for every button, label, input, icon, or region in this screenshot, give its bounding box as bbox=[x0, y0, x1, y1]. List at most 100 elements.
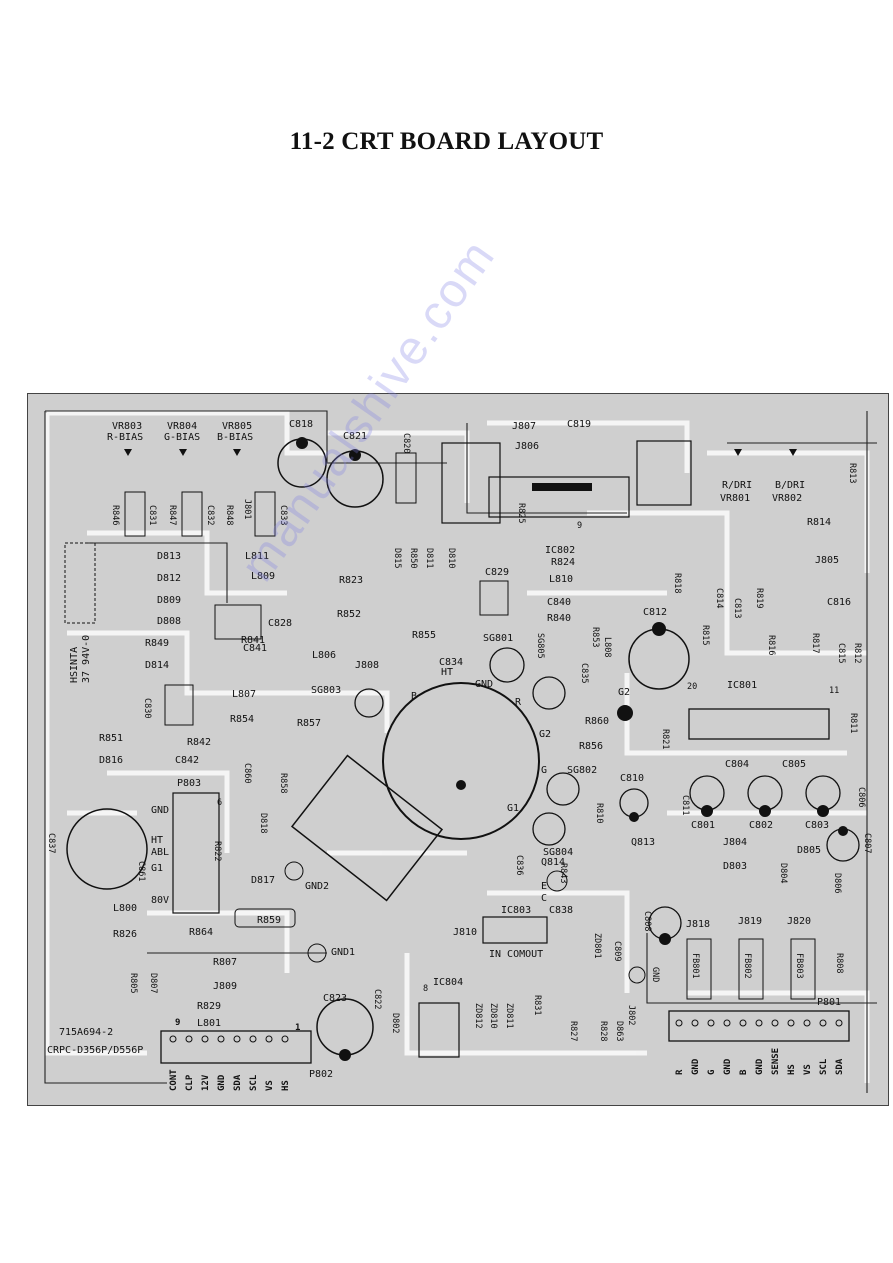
r855-label: R855 bbox=[412, 630, 436, 641]
p803-pin-label: G1 bbox=[151, 863, 163, 874]
gnd2-pad bbox=[284, 861, 304, 881]
d805-label: D805 bbox=[797, 845, 821, 856]
ic801-pin20: 20 bbox=[687, 682, 697, 692]
d806-label: D806 bbox=[832, 873, 842, 893]
p801-pins-pad bbox=[675, 1019, 683, 1027]
c833-label: C833 bbox=[278, 505, 288, 525]
p801-pins-label: SENSE bbox=[771, 1048, 781, 1075]
page-title: 11-2 CRT BOARD LAYOUT bbox=[289, 128, 604, 155]
r-dri-label: R/DRI bbox=[722, 480, 752, 491]
c829-label: C829 bbox=[485, 567, 509, 578]
q814-outline bbox=[546, 870, 568, 892]
j810-label: J810 bbox=[453, 927, 477, 938]
r851-label: R851 bbox=[99, 733, 123, 744]
crt-socket-center bbox=[456, 780, 466, 790]
c809-label: C809 bbox=[612, 941, 622, 961]
sg804-outline bbox=[532, 812, 566, 846]
c832-outline bbox=[181, 491, 203, 537]
j801-label: J801 bbox=[242, 499, 252, 519]
r860-label: R860 bbox=[585, 716, 609, 727]
pin9-label: 9 bbox=[577, 521, 582, 531]
c801-pad bbox=[701, 805, 713, 817]
r857-label: R857 bbox=[297, 718, 321, 729]
c803-pad bbox=[817, 805, 829, 817]
p801-pins-pad bbox=[787, 1019, 795, 1027]
p801-pins-label: GND bbox=[755, 1058, 765, 1075]
c805-label: C805 bbox=[782, 759, 806, 770]
g2-label: G2 bbox=[618, 687, 630, 698]
fb801-label: FB801 bbox=[690, 953, 700, 979]
d817-label: D817 bbox=[251, 875, 275, 886]
fb801-outline bbox=[686, 938, 712, 1000]
r813-label: R813 bbox=[847, 463, 857, 483]
ic802-label: IC802 bbox=[545, 545, 575, 556]
r822-label: R822 bbox=[212, 841, 222, 861]
bias-section: VR803 R-BIAS VR804 G-BIAS VR805 B-BIAS R… bbox=[107, 421, 288, 537]
sg801-label: SG801 bbox=[483, 633, 513, 644]
q814-e: E bbox=[541, 881, 547, 892]
c808-label: C808 bbox=[642, 911, 652, 931]
l807-label: L807 bbox=[232, 689, 256, 700]
p802-pin1: 1 bbox=[295, 1023, 300, 1033]
p801-pins-label: VS bbox=[803, 1064, 813, 1075]
c823-pad bbox=[339, 1049, 351, 1061]
r842-label: R842 bbox=[187, 737, 211, 748]
r840-label: R840 bbox=[547, 613, 571, 624]
fb802-outline bbox=[738, 938, 764, 1000]
fb803-outline bbox=[790, 938, 816, 1000]
p801-pins-label: SDA bbox=[835, 1058, 845, 1075]
p801-pins-label: G bbox=[707, 1070, 717, 1075]
c821-label: C821 bbox=[343, 431, 367, 442]
p801-pins-pad bbox=[707, 1019, 715, 1027]
sg803-outline bbox=[354, 688, 384, 718]
crt-board-diagram: VR803 R-BIAS VR804 G-BIAS VR805 B-BIAS R… bbox=[26, 392, 890, 1107]
sg802-label: SG802 bbox=[567, 765, 597, 776]
r831-label: R831 bbox=[532, 995, 542, 1015]
g1-label: G1 bbox=[507, 803, 519, 814]
d816-label: D816 bbox=[99, 755, 123, 766]
g2-pin-label: G2 bbox=[539, 729, 551, 740]
zd812-label: ZD812 bbox=[473, 1003, 483, 1029]
d807-label: D807 bbox=[148, 973, 158, 993]
j820-label: J820 bbox=[787, 916, 811, 927]
r852-label: R852 bbox=[337, 609, 361, 620]
r850-label: R850 bbox=[408, 548, 418, 568]
board-outline bbox=[26, 392, 890, 1107]
c810-label: C810 bbox=[620, 773, 644, 784]
c815-label: C815 bbox=[836, 643, 846, 663]
crt-socket-right bbox=[636, 440, 692, 506]
r807-label: R807 bbox=[213, 957, 237, 968]
p802-pins-label: GND bbox=[217, 1074, 227, 1091]
q814-label: Q814 bbox=[541, 857, 565, 868]
p802-pins-pad bbox=[201, 1035, 209, 1043]
vr801-marker bbox=[734, 449, 742, 456]
r815-label: R815 bbox=[700, 625, 710, 645]
p802-pins-pad bbox=[233, 1035, 241, 1043]
p802-pins-pad bbox=[217, 1035, 225, 1043]
crt-neck-socket bbox=[382, 682, 540, 840]
r810-label: R810 bbox=[594, 803, 604, 823]
ic802-frame bbox=[488, 476, 630, 518]
r-pin-label: R bbox=[515, 697, 522, 708]
d813-label: D813 bbox=[157, 551, 181, 562]
c806-label: C806 bbox=[856, 787, 866, 807]
r829-label: R829 bbox=[197, 1001, 221, 1012]
c861-label: C861 bbox=[136, 861, 146, 881]
rating-label: 37 94V-0 bbox=[81, 635, 92, 683]
c831-label: C831 bbox=[147, 505, 157, 525]
sg802-outline bbox=[546, 772, 580, 806]
q814-c: C bbox=[541, 893, 547, 904]
model-label: CRPC-D356P/D556P bbox=[47, 1045, 143, 1056]
l808-label: L808 bbox=[602, 637, 612, 657]
c804-label: C804 bbox=[725, 759, 749, 770]
j805-label: J805 bbox=[815, 555, 839, 566]
p803-pin-label: ABL bbox=[151, 847, 169, 858]
p802-pins-pad bbox=[281, 1035, 289, 1043]
part-no-label: 715A694-2 bbox=[59, 1027, 113, 1038]
c841-label: C841 bbox=[243, 643, 267, 654]
r-bias-label: R-BIAS bbox=[107, 432, 143, 443]
l806-label: L806 bbox=[312, 650, 336, 661]
c838-label: C838 bbox=[549, 905, 573, 916]
c822-label: C822 bbox=[372, 989, 382, 1009]
vr804-marker bbox=[179, 449, 187, 456]
